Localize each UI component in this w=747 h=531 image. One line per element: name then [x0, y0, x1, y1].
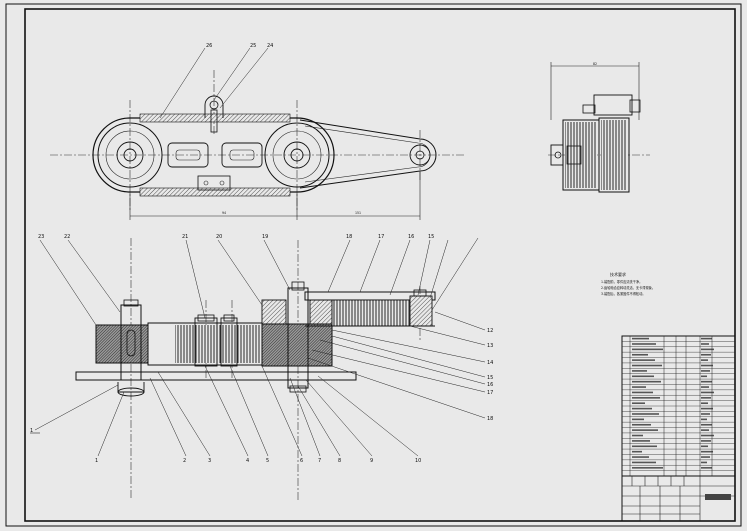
technical-requirements: 技术要求 1.装配前，零件应清洗干净。 2.齿轮啮合应转动灵活，无卡滞现象。 3… — [601, 271, 655, 296]
section-callout: 21 — [182, 234, 188, 240]
parts-list-text-mark — [632, 445, 657, 448]
parts-list-text-mark — [632, 353, 648, 356]
right-callout: 12 — [487, 328, 493, 334]
parts-list-text-mark — [632, 434, 643, 437]
parts-list-text-mark — [701, 391, 714, 394]
tech-req-title: 技术要求 — [610, 271, 626, 277]
parts-list-text-mark — [701, 440, 711, 442]
parts-list-text-mark — [632, 467, 663, 469]
parts-list-text-mark — [632, 456, 649, 458]
parts-list-text-mark — [701, 343, 709, 345]
right-callout: 15 — [487, 375, 493, 381]
parts-list-text-mark — [632, 407, 652, 410]
parts-list-text-mark — [701, 461, 707, 464]
parts-list-text-mark — [632, 386, 646, 388]
parts-list-text-mark — [632, 440, 650, 442]
title-block — [621, 475, 736, 522]
bottom-callout: 6 — [300, 458, 303, 464]
parts-list-text-mark — [701, 397, 711, 399]
parts-list-text-mark — [632, 343, 656, 345]
parts-list-text-mark — [632, 418, 644, 421]
bottom-callout: 2 — [183, 458, 186, 464]
svg-text:82: 82 — [593, 62, 597, 66]
right-callout: 16 — [487, 382, 493, 388]
parts-list-text-mark — [632, 348, 663, 351]
parts-list-text-mark — [701, 418, 707, 421]
svg-text:151: 151 — [355, 211, 361, 215]
parts-list-text-mark — [632, 364, 662, 367]
parts-list-text-mark — [701, 364, 713, 367]
parts-list-text-mark — [632, 337, 649, 340]
right-callout: 13 — [487, 343, 493, 349]
parts-list-text-mark — [701, 456, 710, 458]
parts-list-text-mark — [701, 359, 708, 361]
section-leaders — [34, 237, 486, 457]
parts-list-text-mark — [701, 402, 708, 405]
parts-list-text-mark — [701, 380, 712, 383]
outer-frame — [5, 3, 742, 527]
parts-list-text-mark — [701, 386, 709, 388]
parts-list-text-mark — [701, 467, 712, 469]
parts-list-text-mark — [701, 413, 710, 415]
parts-list-text-mark — [701, 348, 714, 351]
tech-req-line: 1.装配前，零件应清洗干净。 — [601, 279, 642, 284]
svg-text:94: 94 — [222, 211, 226, 215]
parts-list-text-mark — [632, 429, 658, 431]
parts-list-text-mark — [632, 402, 645, 405]
section-callout: 17 — [378, 234, 384, 240]
tech-req-line: 2.齿轮啮合应转动灵活，无卡滞现象。 — [601, 285, 655, 290]
parts-list — [621, 335, 736, 477]
right-callout: 17 — [487, 390, 493, 396]
parts-list-text-mark — [701, 353, 711, 356]
top-view-callout: 25 — [250, 43, 256, 49]
side-view: 82 — [548, 62, 650, 193]
parts-list-text-mark — [701, 434, 714, 437]
parts-list-text-mark — [701, 450, 713, 453]
section-callout: 15 — [428, 234, 434, 240]
parts-list-text-mark — [701, 429, 709, 431]
drawing-frame — [24, 8, 736, 522]
parts-list-text-mark — [632, 450, 642, 453]
section-callout: 18 — [346, 234, 352, 240]
parts-list-text-mark — [632, 461, 656, 464]
bottom-callout: 9 — [370, 458, 373, 464]
section-callout: 20 — [216, 234, 222, 240]
parts-list-text-mark — [632, 375, 654, 378]
parts-list-text-mark — [701, 407, 713, 410]
parts-list-text-mark — [632, 370, 647, 372]
parts-list-text-mark — [701, 370, 710, 372]
parts-list-text-mark — [632, 391, 653, 394]
bottom-callout: 10 — [415, 458, 421, 464]
right-callout: 18 — [487, 416, 493, 422]
bottom-callout: 7 — [318, 458, 321, 464]
bottom-callout: 1 — [95, 458, 98, 464]
tech-req-line: 3.装配后，各紧固件不得松动。 — [601, 291, 645, 296]
parts-list-text-mark — [701, 375, 707, 378]
parts-list-text-mark — [701, 445, 708, 448]
section-callout: 16 — [408, 234, 414, 240]
parts-list-text-mark — [701, 337, 712, 340]
parts-list-text-mark — [632, 380, 661, 383]
section-callout: 23 — [38, 234, 44, 240]
parts-list-text-mark — [701, 423, 712, 426]
right-callout: 14 — [487, 360, 493, 366]
section-callout: 22 — [64, 234, 70, 240]
section-callout: 19 — [262, 234, 268, 240]
parts-list-text-mark — [632, 413, 659, 415]
parts-list-text-mark — [632, 397, 660, 399]
top-view-callout: 26 — [206, 43, 212, 49]
top-view-callout: 24 — [267, 43, 273, 49]
bottom-callout: 5 — [266, 458, 269, 464]
top-view: 94 151 26 25 24 — [50, 43, 465, 220]
bottom-callout: 8 — [338, 458, 341, 464]
left-callout: 1 — [30, 428, 33, 434]
parts-list-text-mark — [632, 359, 655, 361]
section-view: 23 22 21 20 19 18 17 16 15 12 13 14 15 1… — [30, 234, 493, 500]
bottom-callout: 4 — [246, 458, 249, 464]
parts-list-text-mark — [632, 423, 651, 426]
bottom-callout: 3 — [208, 458, 211, 464]
